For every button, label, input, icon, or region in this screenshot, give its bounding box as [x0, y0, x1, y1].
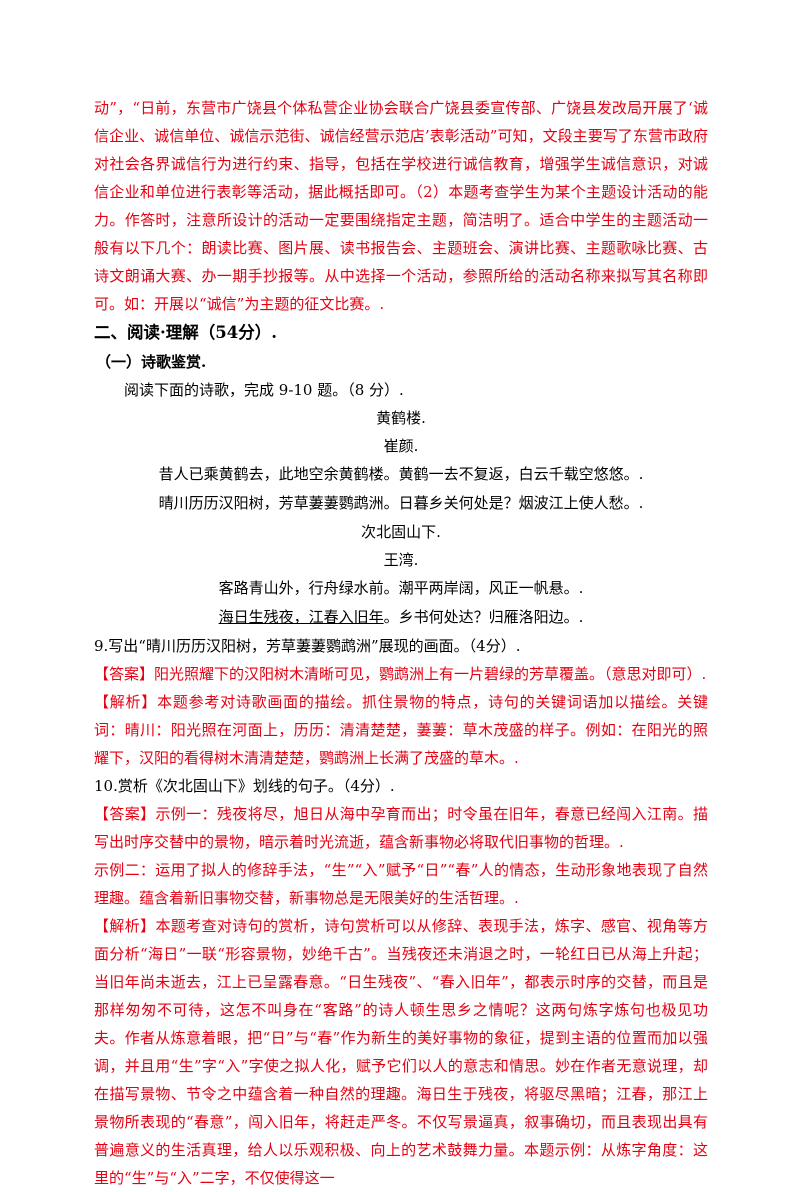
section-heading-reading: 二、阅读·理解（54分）. [94, 323, 277, 342]
answer-tag: 【答案】 [94, 805, 156, 823]
poem2-title: 次北固山下. [361, 523, 441, 541]
poem1-line: 晴川历历汉阳树，芳草萋萋鹦鹉洲。日暮乡关何处是？烟波江上使人愁。. [158, 494, 644, 512]
answer-text: 阳光照耀下的汉阳树木清晰可见，鹦鹉洲上有一片碧绿的芳草覆盖。（意思对即可）. [154, 665, 707, 683]
q9-answer: 【答案】阳光照耀下的汉阳树木清晰可见，鹦鹉洲上有一片碧绿的芳草覆盖。（意思对即可… [94, 660, 708, 688]
answer-tag: 【答案】 [94, 665, 155, 683]
poem2-line-underlined: 海日生残夜，江春入旧年。乡书何处达？归雁洛阳边。. [94, 603, 708, 632]
answer-text: 示例一：残夜将尽，旭日从海中孕育而出；时令虽在旧年，春意已经闯入江南。描写出时序… [94, 805, 708, 851]
poem1-line: 昔人已乘黄鹤去，此地空余黄鹤楼。黄鹤一去不复返，白云千载空悠悠。. [158, 465, 644, 483]
poetry-instructions: 阅读下面的诗歌，完成 9-10 题。（8 分）. [124, 381, 404, 399]
q9-analysis: 【解析】本题参考对诗歌画面的描绘。抓住景物的特点，诗句的关键词语加以描绘。关键词… [94, 688, 708, 772]
question-10: 10.赏析《次北固山下》划线的句子。（4分）. [94, 777, 395, 795]
poem1-title: 黄鹤楼. [376, 409, 426, 427]
previous-analysis-continuation: 动”，“日前，东营市广饶县个体私营企业协会联合广饶县委宣传部、广饶县发改局开展了… [94, 99, 708, 313]
q10-answer-example2: 示例二：运用了拟人的修辞手法，“生”“入”赋予“日”“春”人的情态，生动形象地表… [94, 861, 708, 907]
analysis-tag: 【解析】 [94, 693, 158, 711]
question-9: 9.写出“晴川历历汉阳树，芳草萋萋鹦鹉洲”展现的画面。（4分）. [94, 637, 521, 655]
analysis-text: 本题考查对诗句的赏析，诗句赏析可以从修辞、表现手法，炼字、感官、视角等方面分析“… [94, 917, 708, 1187]
underlined-verse: 海日生残夜，江春入旧年 [218, 608, 384, 626]
analysis-text: 本题参考对诗歌画面的描绘。抓住景物的特点，诗句的关键词语加以描绘。关键词：晴川：… [94, 693, 708, 767]
poem2-author: 王湾. [383, 551, 419, 569]
subsection-heading-poetry: （一）诗歌鉴赏. [96, 353, 207, 371]
document-page: 动”，“日前，东营市广饶县个体私营企业协会联合广饶县委宣传部、广饶县发改局开展了… [94, 94, 708, 1192]
verse-rest: 。乡书何处达？归雁洛阳边。. [383, 608, 584, 626]
poem2-line: 客路青山外，行舟绿水前。潮平两岸阔，风正一帆悬。. [218, 579, 584, 597]
poem1-author: 崔颜. [383, 437, 419, 455]
analysis-tag: 【解析】 [94, 917, 156, 935]
q10-analysis: 【解析】本题考查对诗句的赏析，诗句赏析可以从修辞、表现手法，炼字、感官、视角等方… [94, 912, 708, 1192]
q10-answer: 【答案】示例一：残夜将尽，旭日从海中孕育而出；时令虽在旧年，春意已经闯入江南。描… [94, 800, 708, 856]
